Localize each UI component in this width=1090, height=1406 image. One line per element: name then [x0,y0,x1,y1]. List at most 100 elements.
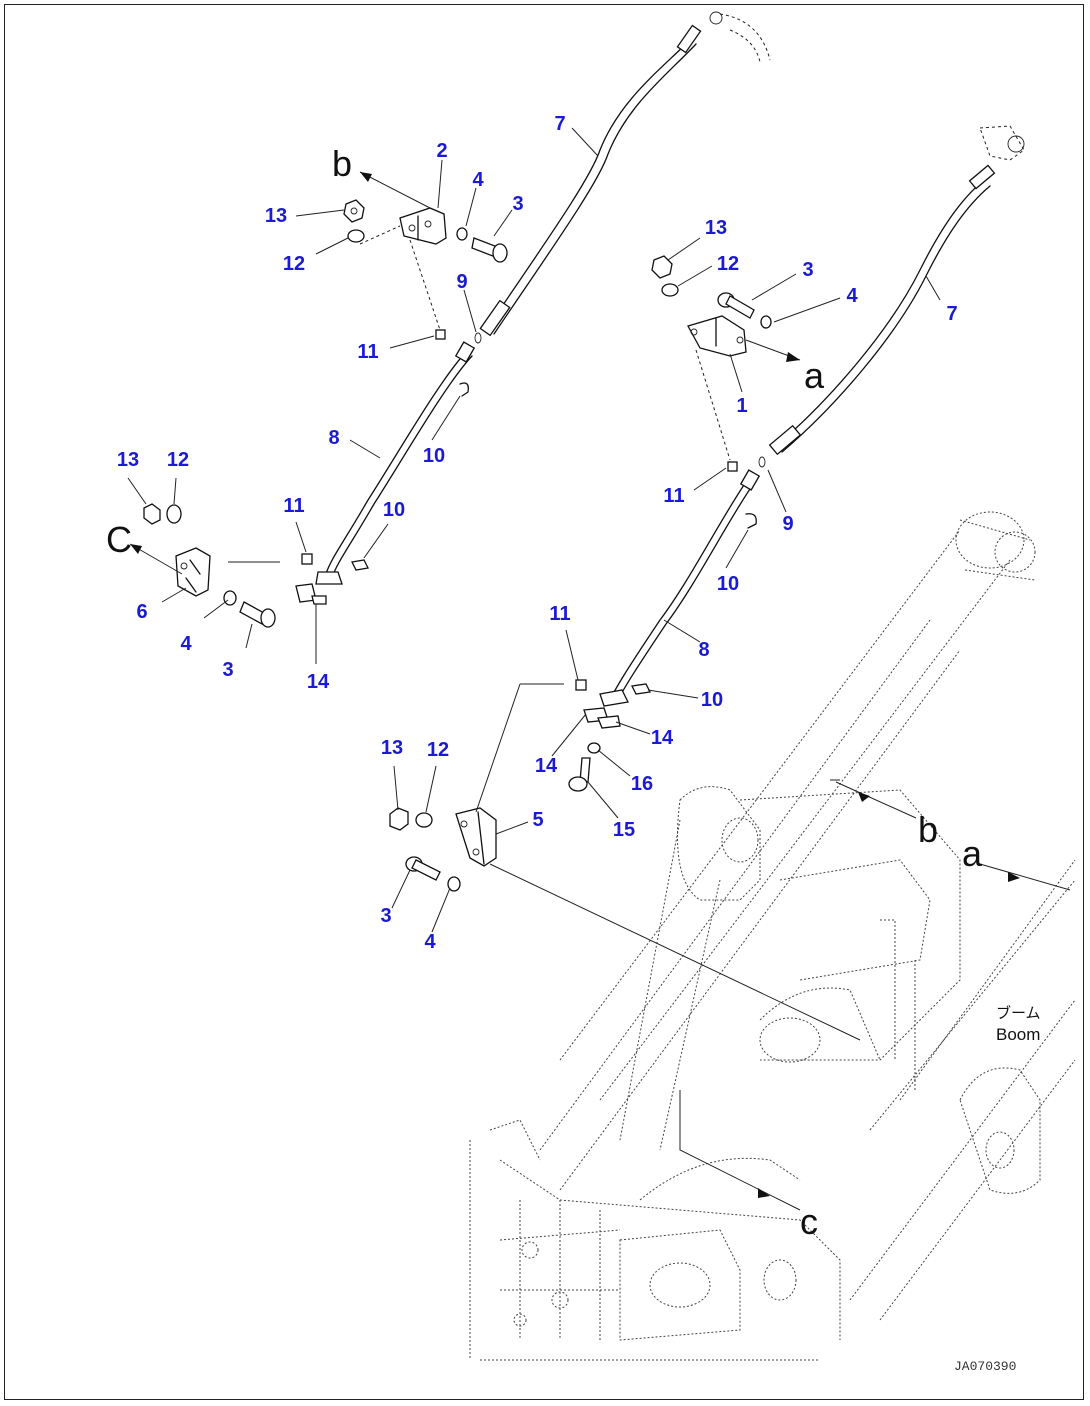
callout-9-b: 9 [782,513,793,535]
bolt-3-d [405,856,441,881]
ref-line-5 [475,683,564,813]
callout-3-a: 3 [512,193,523,215]
callout-10-a: 10 [423,445,445,467]
nut-13-c [651,255,673,279]
washer-12-d [415,812,433,828]
washer-12-c [661,283,679,297]
boom-label-en: Boom [996,1025,1040,1044]
callout-12-b: 12 [167,449,189,471]
hose-7-right [768,125,1025,456]
washer-4-d [447,876,461,892]
clamp-10-b [351,559,369,571]
drawing-code: JA070390 [954,1359,1016,1374]
tube-8-left [315,341,476,585]
callout-4-c: 4 [846,285,858,307]
ref-letter-a-boom: a [962,833,983,874]
cap-11-a [435,329,446,340]
arrow-b-boom [830,779,917,819]
callout-11-d: 11 [549,603,570,625]
ref-line-2 [409,239,441,331]
callout-13-b: 13 [117,449,139,471]
callout-7-a: 7 [554,113,565,135]
nut-13-b [143,503,161,525]
nut-13-d [389,807,409,831]
washer-16 [587,742,601,754]
washer-4-b [223,590,237,606]
callout-numbers: 2 4 3 13 12 7 9 11 8 10 10 11 14 4 3 6 1… [117,113,958,953]
callout-14-c: 14 [535,755,558,777]
ref-line-5b [489,863,861,1041]
arrow-a-boom [979,863,1071,891]
callout-10-d: 10 [701,689,723,711]
callout-13-a: 13 [265,205,287,227]
bracket-2 [399,207,447,245]
ref-letter-c-left: C [106,519,132,560]
ref-line-1 [695,349,731,461]
arrow-b-top [359,171,431,209]
callout-4-d: 4 [424,931,436,953]
drawing-frame [4,4,1084,1400]
bracket-5 [455,807,497,867]
oring-9-a [474,332,482,344]
ref-letter-a-top: a [804,355,825,396]
washer-12-b [166,504,182,524]
ref-letter-c-boom: c [800,1201,818,1242]
bolt-3-c [717,292,755,319]
cap-11-b [301,553,313,565]
bracket-6 [175,547,211,597]
callout-5: 5 [532,809,543,831]
callout-3-d: 3 [380,905,391,927]
callout-10-c: 10 [717,573,739,595]
arrow-c-boom [679,1090,801,1211]
callout-12-d: 12 [427,739,449,761]
washer-4-c [760,315,772,329]
oring-9-b [758,456,766,468]
cap-11-d [575,679,587,691]
callout-leaders [127,127,941,933]
callout-3-b: 3 [222,659,233,681]
callout-11-c: 11 [663,485,684,507]
boom-assembly [469,511,1076,1361]
callout-15: 15 [613,819,635,841]
callout-1: 1 [736,395,747,417]
washer-4-a [456,227,468,241]
clamp-14-c [597,715,621,729]
ref-letter-b-top: b [332,143,352,184]
clamp-10-c [745,513,757,529]
tube-8-right [599,469,761,707]
bolt-3-a [471,237,508,263]
callout-14-a: 14 [307,671,330,693]
callout-13-d: 13 [381,737,403,759]
callout-16: 16 [631,773,653,795]
callout-14-b: 14 [651,727,674,749]
callout-6: 6 [136,601,147,623]
reference-letters: b a C b a c [106,143,983,1242]
callout-12-c: 12 [717,253,739,275]
callout-8-b: 8 [698,639,709,661]
bolt-3-b [239,601,276,628]
clamp-10-a [459,382,469,397]
clamp-14-a [295,583,327,605]
callout-4-b: 4 [180,633,192,655]
callout-9-a: 9 [456,271,467,293]
ref-line-2b [359,225,401,245]
boom-label-jp: ブーム [996,1004,1041,1022]
callout-13-c: 13 [705,217,727,239]
washer-12-a [347,229,365,243]
hose-7-left [479,11,771,337]
callout-2: 2 [436,140,447,162]
ref-letter-b-boom: b [918,809,938,850]
clamp-10-d [631,683,651,695]
bracket-1 [687,315,747,357]
callout-4-a: 4 [472,169,484,191]
bolt-15 [568,757,591,792]
callout-11-b: 11 [283,495,304,517]
callout-10-b: 10 [383,499,405,521]
callout-12-a: 12 [283,253,305,275]
cap-11-c [727,461,738,472]
callout-7-b: 7 [946,303,957,325]
callout-11-a: 11 [357,341,378,363]
callout-3-c: 3 [802,259,813,281]
nut-13-a [343,199,365,223]
